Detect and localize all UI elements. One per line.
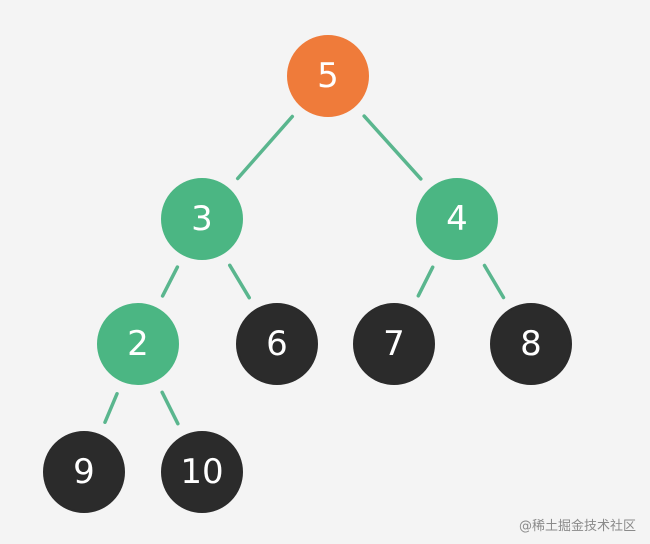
- tree-node-7: 7: [353, 303, 435, 385]
- node-label: 4: [446, 199, 468, 239]
- edge-n3-n2: [160, 265, 180, 298]
- edge-n4-n7: [416, 265, 435, 298]
- node-label: 7: [383, 324, 405, 364]
- edge-n2-n9: [103, 392, 119, 424]
- node-circle: [287, 35, 369, 117]
- node-circle: [490, 303, 572, 385]
- watermark: @稀土掘金技术社区: [518, 519, 636, 534]
- tree-edges: [103, 114, 506, 426]
- node-circle: [161, 178, 243, 260]
- tree-node-2: 2: [97, 303, 179, 385]
- node-label: 5: [317, 56, 339, 96]
- edge-n3-n6: [228, 263, 251, 300]
- node-label: 9: [73, 452, 95, 492]
- tree-node-10: 10: [161, 431, 243, 513]
- edge-n4-n8: [482, 263, 506, 300]
- node-circle: [416, 178, 498, 260]
- node-label: 6: [266, 324, 288, 364]
- tree-node-6: 6: [236, 303, 318, 385]
- node-label: 2: [127, 324, 149, 364]
- node-circle: [43, 431, 125, 513]
- edge-n5-n4: [362, 114, 423, 181]
- node-circle: [97, 303, 179, 385]
- tree-node-5: 5: [287, 35, 369, 117]
- tree-node-9: 9: [43, 431, 125, 513]
- tree-nodes: 5 3 4 2 6 7 8 9 10: [43, 35, 572, 513]
- node-label: 3: [191, 199, 213, 239]
- tree-node-8: 8: [490, 303, 572, 385]
- node-circle: [236, 303, 318, 385]
- edge-n5-n3: [235, 114, 295, 181]
- node-circle: [161, 431, 243, 513]
- tree-node-4: 4: [416, 178, 498, 260]
- node-circle: [353, 303, 435, 385]
- edge-n2-n10: [160, 390, 180, 426]
- node-label: 8: [520, 324, 542, 364]
- tree-node-3: 3: [161, 178, 243, 260]
- node-label: 10: [180, 452, 223, 492]
